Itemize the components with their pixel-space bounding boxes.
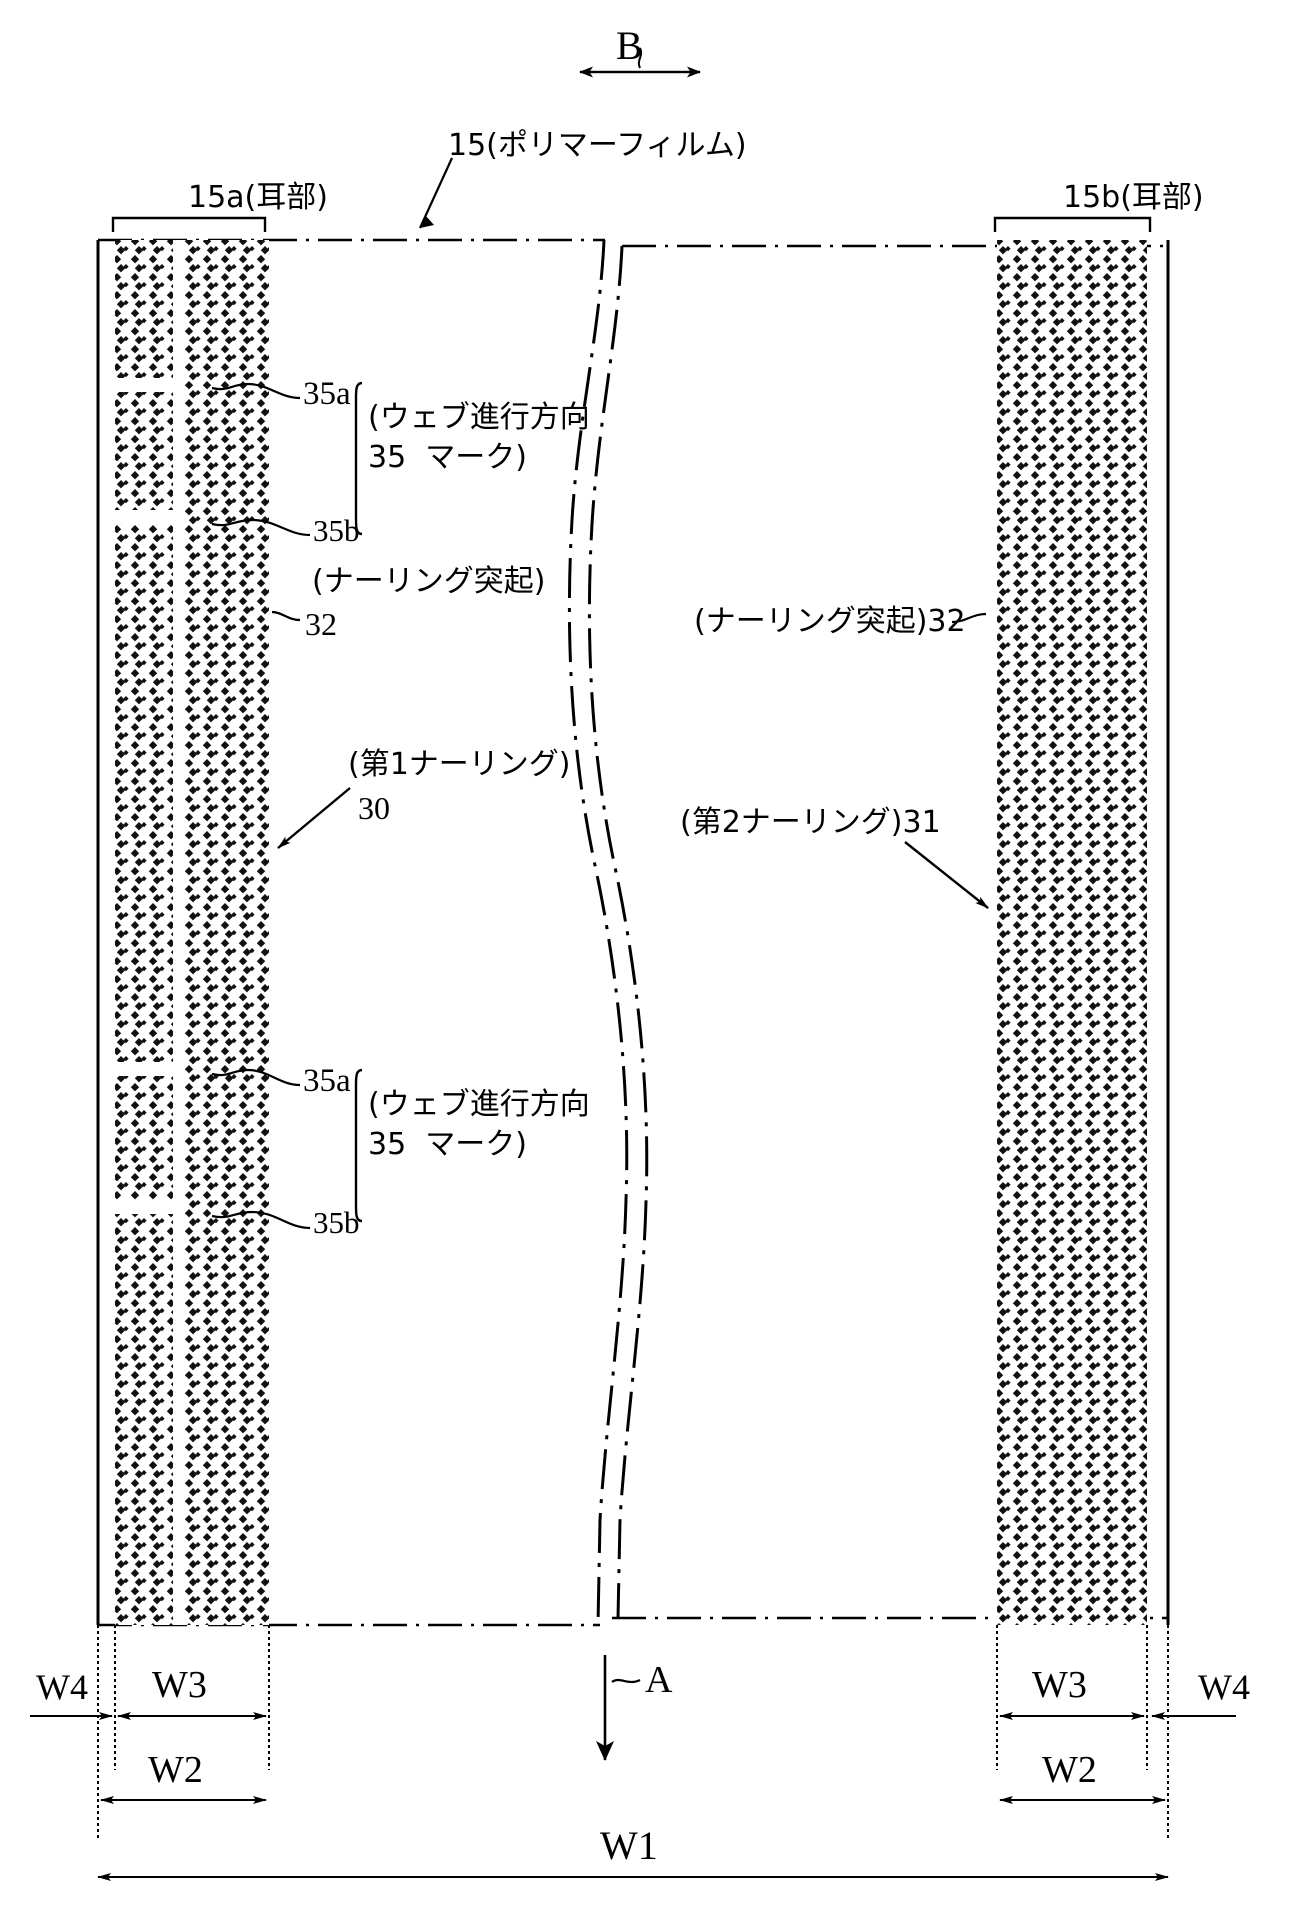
leader-32-right (951, 612, 987, 624)
dimension-lines-right (996, 1625, 1236, 1840)
leader-film (418, 157, 454, 229)
knurl-protrusion-left-text: (ナーリング突起) (312, 564, 546, 599)
w2-left-label: W2 (148, 1749, 203, 1791)
w2-right-label: W2 (1042, 1749, 1097, 1791)
mark-35a-lower-label: 35a (303, 1063, 351, 1099)
first-knurling-band (115, 240, 269, 1625)
first-knurling-num: 30 (358, 790, 390, 826)
leader-35a-lower (211, 1068, 301, 1087)
leader-30 (277, 787, 351, 849)
bracket-ear-right (993, 216, 1152, 232)
w1-label: W1 (600, 1823, 658, 1868)
knurl-protrusion-right-label: (ナーリング突起)32 (694, 604, 966, 639)
w4-left-label: W4 (36, 1667, 88, 1707)
direction-a-label: A (645, 1659, 673, 1701)
w3-left-label: W3 (152, 1664, 207, 1706)
mark-35b-upper-label: 35b (313, 513, 360, 548)
ear-left-label: 15a(耳部) (188, 180, 328, 215)
knurl-protrusion-left-num: 32 (305, 606, 337, 642)
bracket-mark-upper (354, 381, 363, 536)
film-label: 15(ポリマーフィルム) (448, 128, 747, 163)
second-knurling-label: (第2ナーリング)31 (680, 805, 941, 840)
bracket-ear-left (111, 216, 267, 232)
ear-right-label: 15b(耳部) (1063, 180, 1204, 215)
center-web-split-lines (567, 239, 649, 1626)
direction-a-arrow (596, 1655, 641, 1761)
leader-35a-upper (211, 382, 301, 400)
mark-35a-upper-label: 35a (303, 376, 351, 412)
mark-35a-upper-notch (115, 378, 173, 392)
mark-group-upper-line2: 35 マーク) (368, 440, 527, 475)
mark-35b-lower-label: 35b (313, 1205, 360, 1240)
first-knurling-text: (第1ナーリング) (348, 747, 571, 782)
mark-35b-upper-notch (115, 510, 173, 524)
direction-b-arrow (579, 47, 701, 78)
direction-b-label: B (616, 23, 643, 68)
dimension-lines-left (30, 1625, 270, 1840)
leader-35b-upper (211, 518, 311, 537)
left-band-gap (173, 240, 183, 1625)
leader-35b-lower (211, 1210, 311, 1230)
bracket-mark-lower (354, 1068, 363, 1223)
mark-group-lower-line1: (ウェブ進行方向 (368, 1087, 590, 1122)
mark-35a-lower-notch (115, 1062, 173, 1076)
mark-35b-lower-notch (115, 1200, 173, 1214)
leader-31 (904, 841, 989, 909)
second-knurling-band (997, 240, 1147, 1625)
w3-right-label: W3 (1032, 1664, 1087, 1706)
leader-32-left (271, 610, 301, 622)
w4-right-label: W4 (1198, 1667, 1250, 1707)
mark-group-upper-line1: (ウェブ進行方向 (368, 400, 590, 435)
mark-group-lower-line2: 35 マーク) (368, 1127, 527, 1162)
